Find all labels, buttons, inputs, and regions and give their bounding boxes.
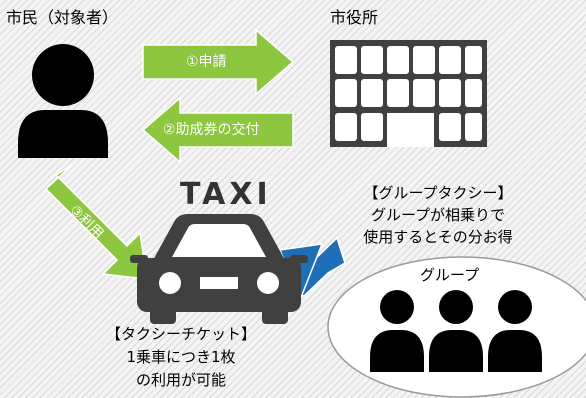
taxi-ticket-description: 【タクシーチケット】 1乗車につき1枚 の利用が可能 — [96, 323, 266, 392]
citizen-person-icon — [18, 44, 108, 158]
group-people-icon — [370, 290, 542, 372]
taxi-ticket-line1: 1乗車につき1枚 — [126, 348, 236, 366]
city-hall-building-icon — [330, 40, 487, 147]
apply-arrow-label: ①申請 — [186, 54, 227, 70]
taxi-word: TAXI — [180, 177, 272, 212]
apply-arrow — [142, 28, 295, 96]
taxi-ticket-line2: の利用が可能 — [135, 371, 226, 389]
group-taxi-line2: 使用するとその分お得 — [363, 228, 513, 246]
subsidy-arrow-label: ②助成券の交付 — [163, 122, 260, 138]
group-taxi-description: 【グループタクシー】 グループが相乗りで 使用するとその分お得 — [338, 182, 538, 248]
group-label: グループ — [420, 266, 480, 284]
group-taxi-line1: グループが相乗りで — [370, 206, 506, 224]
taxi-icon — [130, 214, 308, 324]
group-taxi-title: 【グループタクシー】 — [363, 184, 513, 202]
subsidy-arrow — [141, 96, 294, 164]
city-hall-label: 市役所 — [330, 8, 379, 27]
taxi-ticket-title: 【タクシーチケット】 — [105, 325, 256, 343]
citizen-label: 市民（対象者） — [6, 8, 119, 27]
